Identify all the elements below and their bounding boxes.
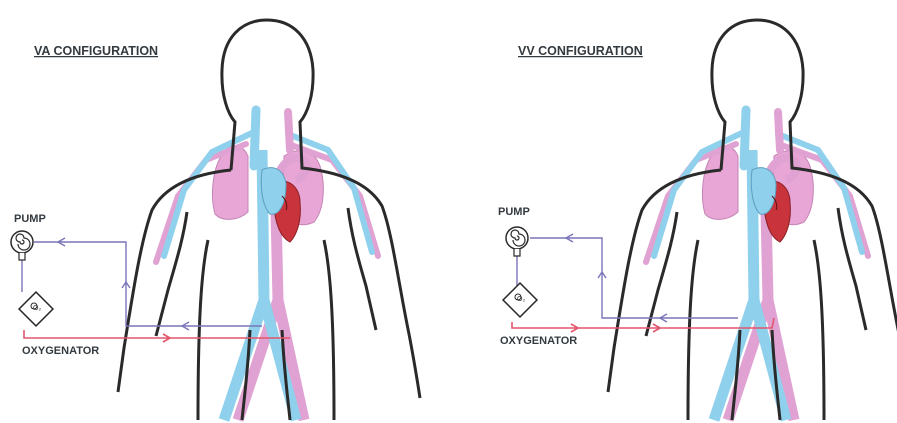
va-pump-label: PUMP [14, 213, 46, 225]
body-outline-icon [118, 20, 420, 420]
va-body [118, 20, 420, 420]
va-oxygenator-label: OXYGENATOR [22, 345, 99, 357]
vv-oxygenator-label: OXYGENATOR [500, 335, 577, 347]
vv-pump-label: PUMP [498, 206, 530, 218]
pump-icon [506, 227, 528, 256]
vv-panel: VV CONFIGURATION PUMP O₂ OXYGENATOR [498, 20, 897, 420]
vv-body [608, 20, 897, 420]
vv-o2-symbol: O₂ [517, 296, 525, 303]
pump-icon [11, 231, 33, 260]
va-o2-symbol: O₂ [33, 305, 41, 312]
va-venous-line [34, 242, 262, 326]
va-title: VA CONFIGURATION [34, 44, 158, 58]
vv-arterial-line [512, 318, 774, 328]
va-panel: VA CONFIGURATION PUMP O₂ OXYGENATOR [11, 20, 420, 420]
vv-title: VV CONFIGURATION [518, 44, 643, 58]
vv-venous-line [530, 238, 738, 318]
